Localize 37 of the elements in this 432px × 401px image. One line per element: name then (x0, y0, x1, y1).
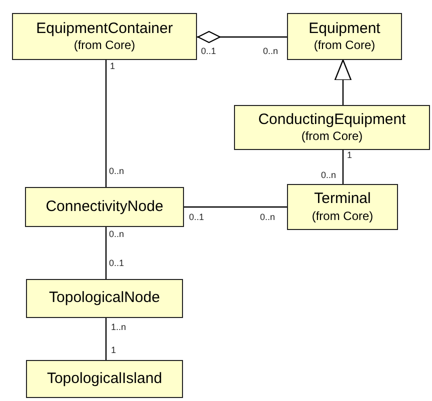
class-box (12, 13, 197, 60)
multiplicity-label: 0..1 (189, 213, 204, 222)
multiplicity-label: 0..n (109, 167, 124, 176)
class-box (287, 184, 398, 230)
multiplicity-label: 1 (111, 346, 116, 355)
class-box (26, 279, 183, 318)
multiplicity-label: 1..n (111, 323, 126, 332)
class-name: EquipmentContainer (36, 20, 173, 38)
class-name: Terminal (314, 190, 371, 209)
class-box (287, 13, 402, 60)
multiplicity-label: 0..n (109, 230, 124, 239)
multiplicity-label: 0..n (321, 171, 336, 180)
class-name: TopologicalNode (49, 289, 160, 308)
package-note: (from Core) (301, 129, 363, 144)
association-line (184, 206, 287, 208)
package-note: (from Core) (312, 208, 374, 224)
multiplicity-label: 0..n (263, 47, 278, 56)
association-line (342, 150, 344, 184)
class-name: Equipment (308, 20, 380, 38)
generalization-arrow (334, 59, 352, 105)
class-name: ConnectivityNode (46, 198, 164, 216)
package-note: (from Core) (74, 38, 136, 54)
class-name: TopologicalIsland (46, 370, 162, 388)
class-name: ConductingEquipment (258, 110, 406, 130)
class-box (234, 105, 430, 150)
association-line (105, 227, 107, 279)
association-line (105, 60, 107, 187)
multiplicity-label: 0..1 (109, 259, 124, 268)
aggregation-line (197, 30, 287, 44)
multiplicity-label: 0..n (260, 213, 276, 222)
multiplicity-label: 1 (347, 151, 352, 160)
class-box (25, 187, 184, 227)
package-note: (from Core) (314, 38, 376, 54)
class-box (26, 360, 183, 398)
multiplicity-label: 0..1 (201, 47, 216, 56)
association-line (105, 318, 107, 360)
multiplicity-label: 1 (110, 62, 116, 71)
